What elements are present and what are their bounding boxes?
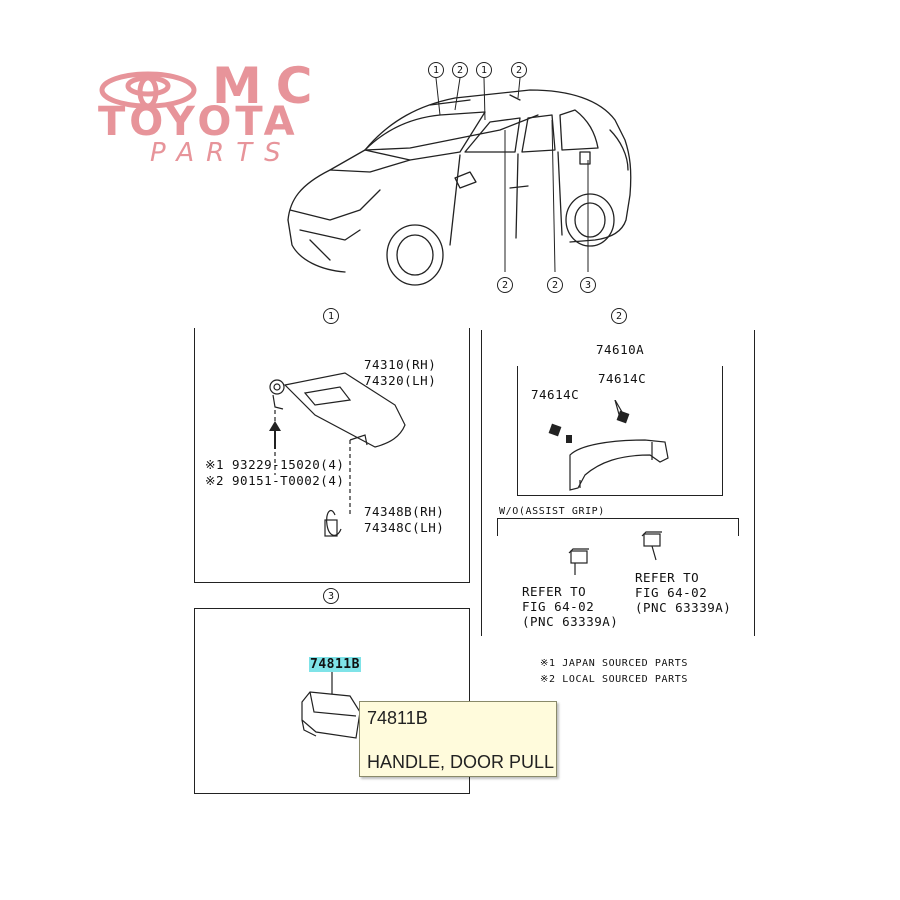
watermark-parts: PARTS	[150, 138, 293, 168]
watermark-mc: MC	[212, 57, 327, 115]
trim-clip-drawing-2	[641, 531, 662, 561]
label-74614C-right[interactable]: 74614C	[598, 371, 647, 386]
tooltip-part-name: HANDLE, DOOR PULL	[367, 752, 555, 772]
wo-assist-grip-header: W/O(ASSIST GRIP)	[499, 506, 605, 517]
label-90151[interactable]: ※2 90151-T0002(4)	[205, 473, 345, 488]
wo-assist-grip-frame	[497, 518, 739, 536]
label-74348B[interactable]: 74348B(RH)	[364, 504, 445, 519]
callout-top-2[interactable]: 2	[452, 62, 468, 78]
note-japan-sourced: ※1 JAPAN SOURCED PARTS	[540, 658, 689, 669]
callout-bottom-2[interactable]: 2	[547, 277, 563, 293]
assist-grip-frame	[517, 366, 723, 496]
part-tooltip: 74811B HANDLE, DOOR PULL	[359, 701, 557, 777]
refer-1-line2[interactable]: FIG 64-02	[522, 599, 595, 614]
door-pull-handle-drawing	[301, 672, 361, 739]
callout-bottom-1[interactable]: 2	[497, 277, 513, 293]
refer-2-line3[interactable]: (PNC 63339A)	[635, 600, 732, 615]
section-3-callout: 3	[323, 588, 339, 604]
label-74610A[interactable]: 74610A	[596, 342, 645, 357]
label-74348C[interactable]: 74348C(LH)	[364, 520, 445, 535]
callout-top-1[interactable]: 1	[428, 62, 444, 78]
part-74811B-highlight[interactable]: 74811B	[309, 657, 361, 672]
assist-grip-drawing	[548, 400, 669, 491]
refer-1-line3[interactable]: (PNC 63339A)	[522, 614, 619, 629]
section-1-callout: 1	[323, 308, 339, 324]
note-local-sourced: ※2 LOCAL SOURCED PARTS	[540, 674, 689, 685]
tooltip-part-code: 74811B	[367, 708, 428, 728]
part-74811B-label[interactable]: 74811B	[309, 657, 361, 672]
trim-clip-drawing-1	[568, 548, 589, 575]
toyota-emblem-icon	[99, 71, 197, 109]
section-2-callout: 2	[611, 308, 627, 324]
refer-2-line1[interactable]: REFER TO	[635, 570, 700, 585]
label-74310[interactable]: 74310(RH)	[364, 357, 437, 372]
section-1-frame	[194, 328, 470, 583]
callout-top-3[interactable]: 1	[476, 62, 492, 78]
label-74320[interactable]: 74320(LH)	[364, 373, 437, 388]
callout-top-4[interactable]: 2	[511, 62, 527, 78]
refer-1-line1[interactable]: REFER TO	[522, 584, 587, 599]
label-74614C-left[interactable]: 74614C	[531, 387, 580, 402]
callout-bottom-3[interactable]: 3	[580, 277, 596, 293]
refer-2-line2[interactable]: FIG 64-02	[635, 585, 708, 600]
section-2-divider-left	[481, 330, 483, 636]
section-2-divider-right	[754, 330, 756, 636]
sun-visor-drawing	[269, 372, 406, 537]
vehicle-illustration	[287, 77, 632, 286]
label-93229[interactable]: ※1 93229-15020(4)	[205, 457, 345, 472]
watermark-toyota: TOYOTA	[98, 99, 299, 145]
